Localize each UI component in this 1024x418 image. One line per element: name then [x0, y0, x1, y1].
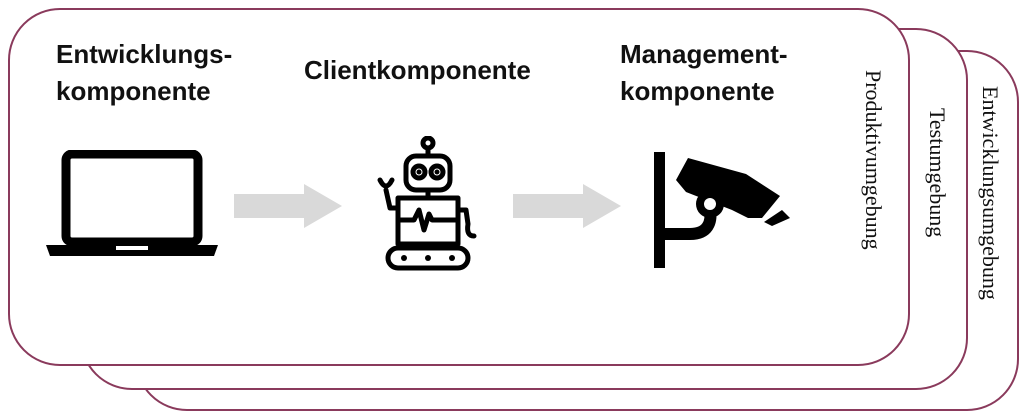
security-camera-icon — [654, 152, 790, 268]
management-title-line1: Management- — [620, 39, 788, 69]
arrow-development-to-client — [234, 184, 342, 228]
client-component-title: Clientkomponente — [304, 52, 531, 89]
development-title-line2: komponente — [56, 76, 211, 106]
management-component-title: Management- komponente — [620, 36, 788, 110]
arrow-client-to-management — [513, 184, 621, 228]
environment-label-development: Entwicklungsumgebung — [978, 86, 1003, 300]
environment-label-production: Produktivumgebung — [861, 70, 886, 250]
robot-icon — [377, 136, 477, 271]
client-title-line1: Clientkomponente — [304, 55, 531, 85]
environment-label-test: Testumgebung — [925, 108, 950, 238]
management-title-line2: komponente — [620, 76, 775, 106]
development-title-line1: Entwicklungs- — [56, 39, 233, 69]
laptop-icon — [46, 150, 218, 256]
development-component-title: Entwicklungs- komponente — [56, 36, 232, 110]
